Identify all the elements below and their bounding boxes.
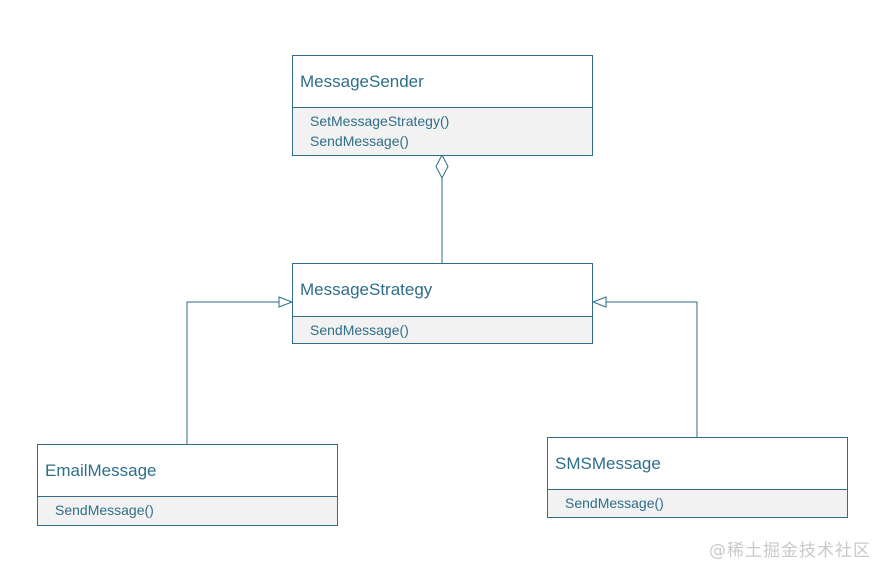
inheritance-arrow-email-icon [278,296,294,308]
class-message-strategy: MessageStrategy SendMessage() [292,263,593,344]
class-name-message-strategy: MessageStrategy [293,264,592,317]
inheritance-line-sms [606,301,698,437]
class-name-sms-message: SMSMessage [548,438,847,490]
methods-sms-message: SendMessage() [548,490,847,517]
inheritance-arrow-sms-icon [591,296,607,308]
class-email-message: EmailMessage SendMessage() [37,444,338,526]
methods-message-sender: SetMessageStrategy() SendMessage() [293,108,592,155]
method-send-message: SendMessage() [55,502,154,518]
watermark: @稀土掘金技术社区 [709,541,871,561]
method-set-message-strategy: SetMessageStrategy() [310,113,450,129]
class-name-email-message: EmailMessage [38,445,337,497]
class-name-message-sender: MessageSender [293,56,592,108]
class-sms-message: SMSMessage SendMessage() [547,437,848,518]
class-message-sender: MessageSender SetMessageStrategy() SendM… [292,55,593,156]
aggregation-diamond-icon [435,153,449,180]
method-send-message: SendMessage() [565,495,664,511]
inheritance-line-email [186,301,279,444]
methods-message-strategy: SendMessage() [293,317,592,343]
method-send-message: SendMessage() [310,322,409,338]
method-send-message: SendMessage() [310,133,409,149]
methods-email-message: SendMessage() [38,497,337,525]
